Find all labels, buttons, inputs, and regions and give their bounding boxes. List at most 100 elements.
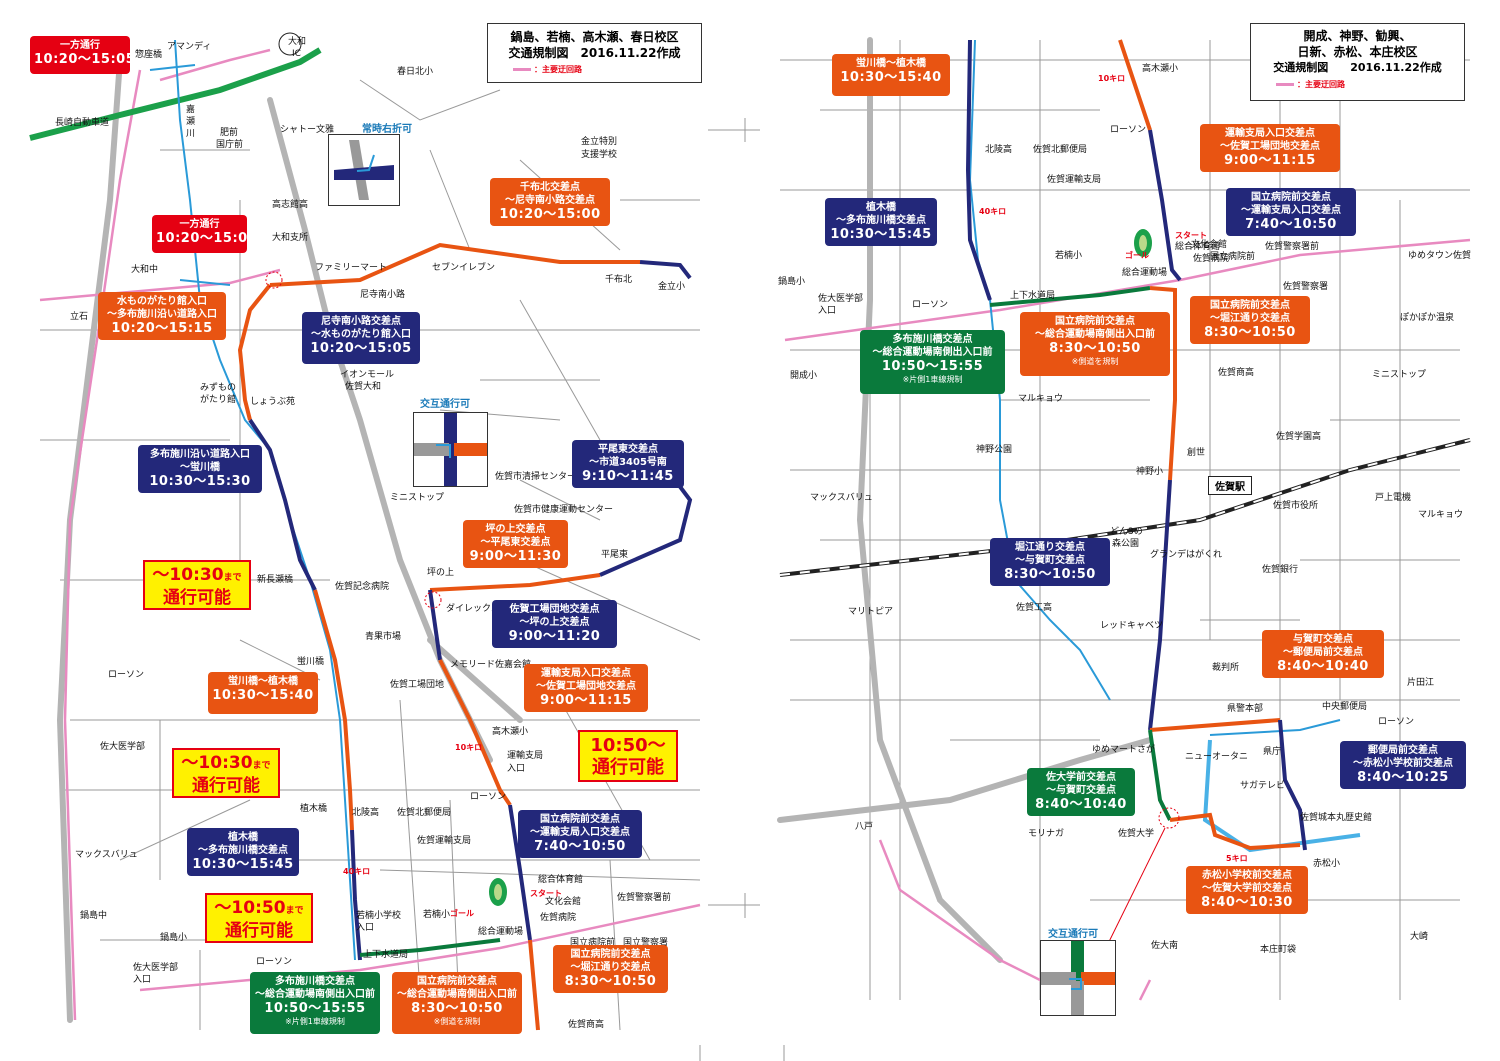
left-route-orange-north bbox=[269, 242, 640, 287]
right-place-label-55: 大崎 bbox=[1410, 932, 1429, 942]
left-place-label-1: アマンディ bbox=[167, 42, 212, 52]
left-place-label-35: ダイレックス bbox=[446, 604, 500, 614]
left-callout-tafusebashi-l2: ～総合運動場南側出入口前 bbox=[255, 989, 375, 1000]
right-place-label-4: 佐賀運輸支局 bbox=[1047, 175, 1102, 185]
left-place-label-67: 佐賀商高 bbox=[568, 1020, 605, 1030]
left-callout-mizumono-t: 10:20～15:15 bbox=[111, 321, 213, 336]
right-place-label-33: 森公園 bbox=[1112, 539, 1140, 549]
left-callout-kokuritsu2-n: ※側道を規制 bbox=[433, 1017, 481, 1026]
right-place-label-8: 文化会館 bbox=[1191, 240, 1228, 250]
left-callout-niji-t: 10:20～15:05 bbox=[310, 341, 412, 356]
left-place-label-29: ミニストップ bbox=[390, 493, 445, 503]
right-callout-kokuritsu2-t: 8:30～10:50 bbox=[1049, 341, 1141, 356]
left-place-label-46: 植木橋 bbox=[300, 804, 328, 814]
right-callout-kokuritsu-t: 7:40～10:50 bbox=[1245, 217, 1337, 232]
left-callout-unyu-l1: 運輸支局入口交差点 bbox=[541, 668, 631, 679]
left-place-label-42: 佐大医学部 bbox=[100, 742, 146, 752]
right-callout-yoka-l2: ～郵便局前交差点 bbox=[1283, 647, 1363, 658]
right-place-label-6: 佐賀警察署前 bbox=[1265, 242, 1320, 252]
right-callout-horie-t: 8:30～10:50 bbox=[1204, 325, 1296, 340]
right-callout-kokuritsu-l2: ～運輸支局入口交差点 bbox=[1241, 205, 1341, 216]
left-callout-ipp1-l1: 一方通行 bbox=[60, 40, 100, 51]
right-place-label-7: 若楠小 bbox=[1055, 251, 1083, 261]
saga-station-label: 佐賀駅 bbox=[1208, 476, 1252, 495]
left-expressway bbox=[29, 47, 322, 141]
left-callout-horie-t: 8:30～10:50 bbox=[564, 974, 657, 989]
left-callout-ueki-l2: ～多布施川橋交差点 bbox=[198, 845, 288, 856]
left-route-navy-ueki bbox=[350, 829, 362, 961]
right-place-label-13: 佐賀警察署 bbox=[1283, 282, 1329, 292]
left-place-label-2: 大和 bbox=[288, 37, 307, 47]
right-callout-tafusebashi-l1: 多布施川橋交差点 bbox=[892, 334, 973, 345]
right-callout-ueki-t: 10:30～15:45 bbox=[830, 227, 932, 242]
left-place-label-7: 瀬 bbox=[186, 117, 196, 127]
left-place-label-27: しょうぶ苑 bbox=[250, 397, 296, 407]
left-callout-ipp2-t: 10:20～15:05 bbox=[156, 231, 258, 246]
right-callout-sadai-t: 8:40～10:40 bbox=[1035, 797, 1127, 812]
left-callout-tsubo-l1: 坪の上交差点 bbox=[485, 524, 546, 535]
pass1-time: ～10:30 bbox=[152, 565, 224, 585]
left-route-orange-river bbox=[313, 589, 354, 831]
right-marker-label-2: スタート bbox=[1175, 231, 1207, 240]
right-place-label-52: 赤松小 bbox=[1313, 859, 1341, 869]
right-place-label-24: 神野公園 bbox=[976, 445, 1013, 455]
right-place-label-15: 上下水道局 bbox=[1010, 291, 1056, 301]
right-river-tafuse bbox=[968, 39, 1111, 701]
left-place-label-40: 佐賀工場団地 bbox=[390, 680, 445, 690]
left-callout-tafusebashi-t: 10:50～15:55 bbox=[264, 1001, 366, 1016]
left-place-label-58: 佐賀病院 bbox=[540, 913, 577, 923]
left-place-label-6: 嘉 bbox=[186, 105, 196, 115]
right-callout-sadai-l1: 佐大学前交差点 bbox=[1046, 772, 1116, 783]
left-callout-hirao-l1: 平尾東交差点 bbox=[598, 444, 658, 455]
right-stadium bbox=[1134, 229, 1152, 257]
left-marker-label-3: ゴール bbox=[450, 909, 474, 918]
left-callout-hirao-l2: ～市道3405号南 bbox=[589, 457, 667, 468]
left-place-label-15: 大和支所 bbox=[272, 233, 309, 243]
left-route-navy-kokuritsu bbox=[508, 804, 532, 941]
right-title-line2: 日新、赤松、本庄校区 bbox=[1297, 45, 1418, 59]
left-marker-label-0: 10キロ bbox=[455, 743, 483, 752]
left-inset1-label: 常時右折可 bbox=[362, 124, 412, 135]
right-place-label-2: 北陵高 bbox=[985, 145, 1013, 155]
right-place-label-9: 佐賀病院 bbox=[1193, 254, 1230, 264]
left-callout-mizumono-l1: 水ものがたり館入口 bbox=[117, 296, 207, 307]
right-place-label-42: 中央郵便局 bbox=[1322, 702, 1368, 712]
right-marker-label-3: ゴール bbox=[1125, 251, 1149, 260]
crop-marks bbox=[699, 118, 785, 1061]
left-place-label-30: 佐賀市健康運動センター bbox=[514, 505, 614, 515]
left-place-label-34: 佐賀記念病院 bbox=[335, 582, 390, 592]
left-callout-hirao-t: 9:10～11:45 bbox=[582, 469, 674, 484]
right-callout-kokuritsu2-n: ※側道を規制 bbox=[1071, 357, 1119, 366]
left-place-label-45: ローソン bbox=[470, 792, 507, 802]
left-place-label-56: 若楠小 bbox=[423, 910, 451, 920]
right-place-label-22: ミニストップ bbox=[1372, 370, 1427, 380]
left-place-label-23: イオンモール bbox=[340, 370, 395, 380]
right-callout-unyu-t: 9:00～11:15 bbox=[1224, 153, 1316, 168]
pass3-time: ～10:50 bbox=[214, 898, 286, 918]
right-callout-unyu-l2: ～佐賀工場団地交差点 bbox=[1220, 141, 1320, 152]
right-place-label-1: ローソン bbox=[1110, 125, 1147, 135]
left-place-label-41: 高木瀬小 bbox=[492, 727, 529, 737]
right-place-label-17: 入口 bbox=[818, 306, 837, 316]
right-inset-alternate-diagram bbox=[1040, 940, 1116, 1016]
right-callout-tafusebashi-l2: ～総合運動場南側出入口前 bbox=[872, 347, 993, 358]
left-pass-box-4: 10:50～ 通行可能 bbox=[578, 730, 678, 782]
left-callout-senpu-l2: ～尼寺南小路交差点 bbox=[505, 195, 595, 206]
left-route-navy-tsubo bbox=[428, 589, 442, 661]
right-title-line1: 開成、神野、勧興、 bbox=[1303, 29, 1412, 43]
left-title-line1: 鍋島、若楠、高木瀬、春日校区 bbox=[510, 30, 679, 44]
right-place-label-11: 国立病院前 bbox=[1210, 252, 1256, 262]
right-route-green-north bbox=[989, 286, 1151, 307]
right-marker-label-0: 10キロ bbox=[1098, 74, 1126, 83]
left-place-label-13: 支援学校 bbox=[581, 150, 618, 160]
right-route-navy-ueki bbox=[965, 39, 992, 301]
left-place-label-3: IC bbox=[292, 49, 301, 59]
right-place-label-48: 佐賀城本丸歴史館 bbox=[1300, 813, 1373, 823]
